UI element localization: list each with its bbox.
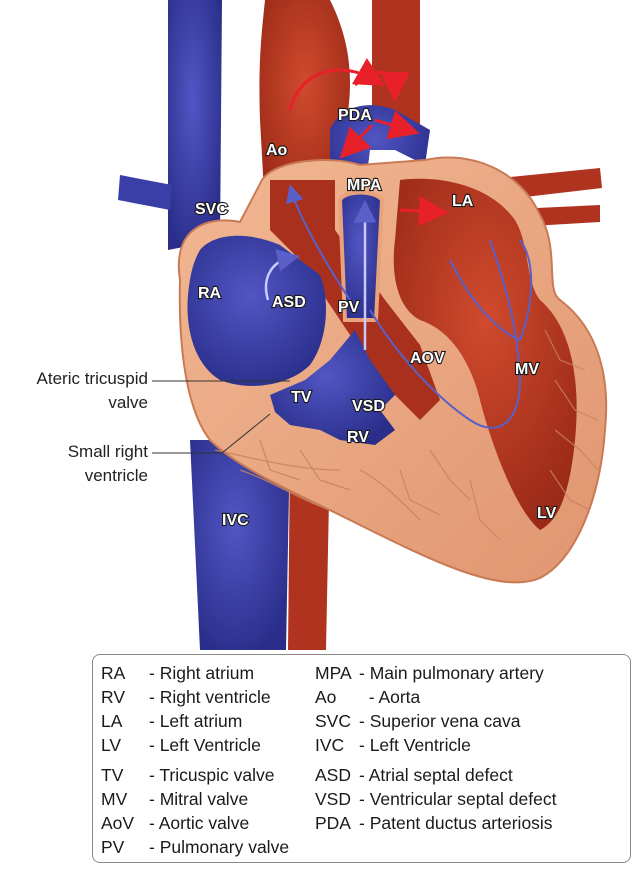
legend-abbr: PV bbox=[101, 837, 149, 858]
legend-abbr: RA bbox=[101, 663, 149, 684]
callout-small-right-ventricle: Small right ventricle bbox=[0, 440, 148, 488]
legend-desc: - Patent ductus arteriosis bbox=[359, 813, 553, 834]
callout-small-rv-line1: Small right bbox=[0, 440, 148, 464]
legend-abbr: RV bbox=[101, 687, 149, 708]
label-ra: RA bbox=[198, 285, 222, 302]
callout-atretic-tricuspid-valve: Ateric tricuspid valve bbox=[0, 367, 148, 415]
legend-desc: - Right atrium bbox=[149, 663, 254, 684]
label-la: LA bbox=[452, 193, 474, 210]
label-ao: Ao bbox=[266, 142, 288, 159]
label-pda: PDA bbox=[338, 107, 372, 124]
legend-abbr: TV bbox=[101, 765, 149, 786]
legend-abbr: PDA bbox=[315, 813, 359, 834]
legend-desc: - Atrial septal defect bbox=[359, 765, 513, 786]
legend-abbr: ASD bbox=[315, 765, 359, 786]
legend-desc: - Aortic valve bbox=[149, 813, 249, 834]
legend-left-item: PV- Pulmonary valve bbox=[101, 837, 289, 858]
legend-desc: - Superior vena cava bbox=[359, 711, 520, 732]
legend-desc: - Ventricular septal defect bbox=[359, 789, 556, 810]
legend-desc: - Right ventricle bbox=[149, 687, 271, 708]
label-svc: SVC bbox=[195, 201, 228, 218]
legend-right-item: SVC- Superior vena cava bbox=[315, 711, 520, 732]
legend-desc: - Mitral valve bbox=[149, 789, 248, 810]
label-pv: PV bbox=[338, 299, 360, 316]
legend-right-item: IVC- Left Ventricle bbox=[315, 735, 471, 756]
legend-abbr: Ao bbox=[315, 687, 359, 708]
legend-left-item: LA- Left atrium bbox=[101, 711, 242, 732]
legend-abbr: AoV bbox=[101, 813, 149, 834]
legend-desc: - Left Ventricle bbox=[149, 735, 261, 756]
legend-left-item: MV- Mitral valve bbox=[101, 789, 248, 810]
label-tv: TV bbox=[291, 389, 312, 406]
legend-desc: - Pulmonary valve bbox=[149, 837, 289, 858]
legend-left-item: RV- Right ventricle bbox=[101, 687, 271, 708]
legend-abbr: MV bbox=[101, 789, 149, 810]
callout-atretic-line2: valve bbox=[0, 391, 148, 415]
callout-atretic-line1: Ateric tricuspid bbox=[0, 367, 148, 391]
legend-left-item: TV- Tricuspic valve bbox=[101, 765, 274, 786]
legend-left-item: RA- Right atrium bbox=[101, 663, 254, 684]
legend-right-item: Ao - Aorta bbox=[315, 687, 420, 708]
label-vsd: VSD bbox=[352, 398, 385, 415]
label-mpa: MPA bbox=[347, 177, 382, 194]
label-aov: AOV bbox=[410, 350, 445, 367]
legend-right-item: MPA- Main pulmonary artery bbox=[315, 663, 544, 684]
legend-desc: - Left atrium bbox=[149, 711, 242, 732]
legend-abbr: IVC bbox=[315, 735, 359, 756]
legend-abbr: MPA bbox=[315, 663, 359, 684]
legend-right-item: ASD- Atrial septal defect bbox=[315, 765, 513, 786]
label-rv: RV bbox=[347, 429, 369, 446]
legend-desc: - Main pulmonary artery bbox=[359, 663, 544, 684]
label-ivc: IVC bbox=[222, 512, 249, 529]
legend-right-item: PDA- Patent ductus arteriosis bbox=[315, 813, 553, 834]
legend-right-item: VSD- Ventricular septal defect bbox=[315, 789, 556, 810]
label-lv: LV bbox=[537, 505, 557, 522]
label-mv: MV bbox=[515, 361, 539, 378]
label-asd: ASD bbox=[272, 294, 306, 311]
legend-desc: - Left Ventricle bbox=[359, 735, 471, 756]
legend-desc: - Aorta bbox=[359, 687, 420, 708]
legend-left-item: AoV- Aortic valve bbox=[101, 813, 249, 834]
callout-small-rv-line2: ventricle bbox=[0, 464, 148, 488]
legend-abbr: LV bbox=[101, 735, 149, 756]
legend-left-item: LV - Left Ventricle bbox=[101, 735, 261, 756]
legend-desc: - Tricuspic valve bbox=[149, 765, 274, 786]
heart-illustration: Ao PDA MPA LA SVC RA ASD PV AOV MV TV VS… bbox=[0, 0, 634, 650]
legend-box: RA- Right atrium RV- Right ventricle LA-… bbox=[92, 654, 631, 863]
legend-abbr: LA bbox=[101, 711, 149, 732]
legend-abbr: VSD bbox=[315, 789, 359, 810]
legend-abbr: SVC bbox=[315, 711, 359, 732]
